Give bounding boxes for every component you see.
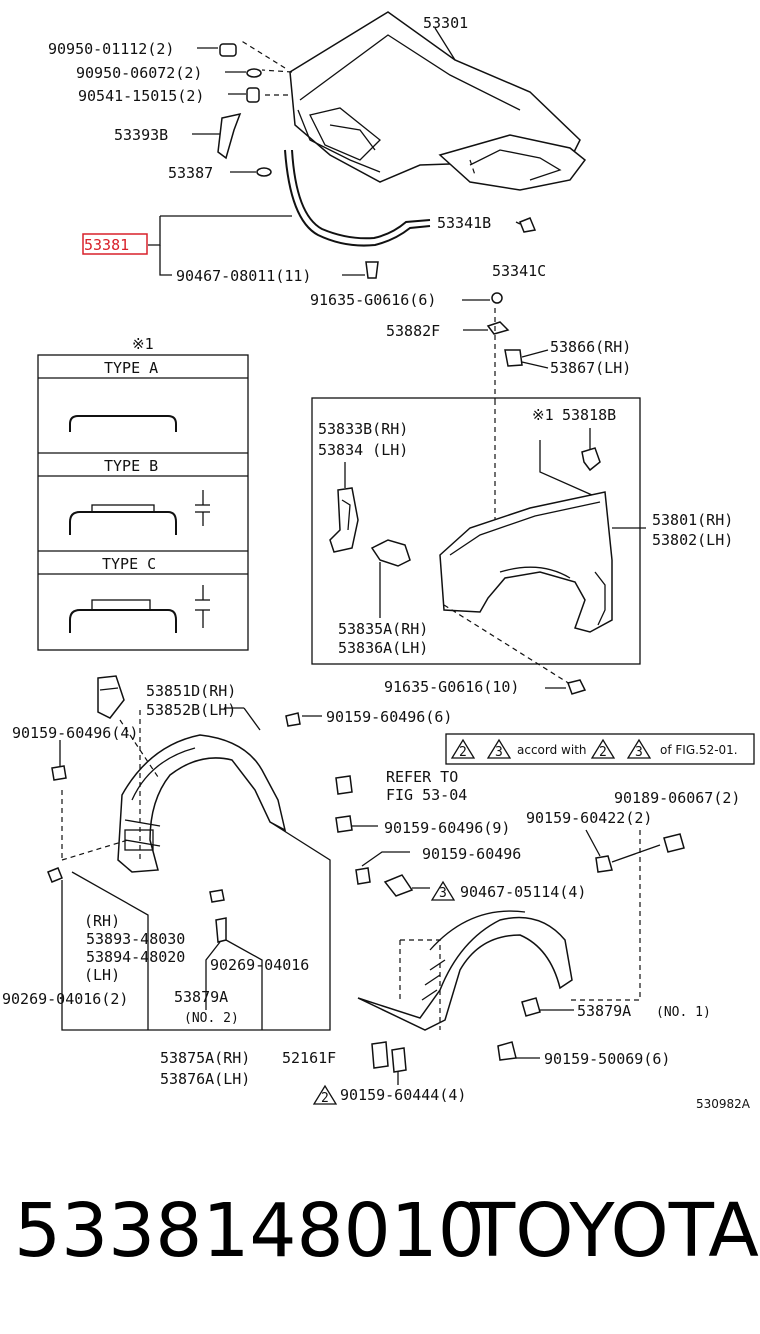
note-mark-2: ※1 bbox=[532, 406, 554, 424]
liner-left-screws bbox=[47, 707, 331, 1031]
label-53818B: 53818B bbox=[562, 406, 616, 424]
hood-seal-53381 bbox=[284, 149, 431, 247]
label-no2: (NO. 2) bbox=[184, 1011, 239, 1026]
label-52161F: 52161F bbox=[282, 1049, 336, 1067]
accord-tri-b: 3 bbox=[495, 745, 503, 760]
liner-right bbox=[357, 830, 641, 1031]
label-53802: 53802(LH) bbox=[652, 531, 733, 549]
label-53879A-no1: 53879A bbox=[577, 1002, 631, 1020]
figure-code: 530982A bbox=[696, 1097, 751, 1111]
label-53879A-no2: 53879A bbox=[174, 988, 228, 1006]
hood-drawing bbox=[239, 11, 587, 191]
label-90159-60496-4: 90159-60496(4) bbox=[12, 724, 138, 742]
leader-lines-top bbox=[148, 27, 549, 400]
label-53893-48030: 53893-48030 bbox=[86, 930, 185, 948]
label-90189-06067: 90189-06067(2) bbox=[614, 789, 740, 807]
label-53833B: 53833B(RH) bbox=[318, 420, 408, 438]
refer-line-2: FIG 53-04 bbox=[386, 786, 467, 804]
label-53393B: 53393B bbox=[114, 126, 168, 144]
refer-line-1: REFER TO bbox=[386, 768, 458, 786]
label-53876A: 53876A(LH) bbox=[160, 1070, 250, 1088]
accord-text-2: of FIG.52-01. bbox=[660, 743, 738, 757]
label-53866: 53866(RH) bbox=[550, 338, 631, 356]
label-53852B: 53852B(LH) bbox=[146, 701, 236, 719]
label-90950-01112: 90950-01112(2) bbox=[48, 40, 174, 58]
type-a-header: TYPE A bbox=[104, 359, 158, 377]
label-53387: 53387 bbox=[168, 164, 213, 182]
liner-right-fasteners bbox=[312, 829, 685, 1105]
label-no1: (NO. 1) bbox=[656, 1005, 711, 1020]
label-53381-highlighted: 53381 bbox=[84, 236, 129, 254]
label-90159-50069: 90159-50069(6) bbox=[544, 1050, 670, 1068]
bolt-91635-10 bbox=[545, 679, 587, 695]
brand-name: TOYOTA bbox=[470, 1188, 759, 1274]
type-legend-box bbox=[37, 354, 249, 651]
accord-tri-c: 2 bbox=[599, 745, 607, 760]
accord-tri-a: 2 bbox=[459, 745, 467, 760]
type-c-header: TYPE C bbox=[102, 555, 156, 573]
label-91635-G0616-6: 91635-G0616(6) bbox=[310, 291, 436, 309]
label-53867: 53867(LH) bbox=[550, 359, 631, 377]
label-90159-60496-9: 90159-60496(9) bbox=[384, 819, 510, 837]
label-90269-04016-2: 90269-04016(2) bbox=[2, 990, 128, 1008]
label-53834: 53834 (LH) bbox=[318, 441, 408, 459]
note-mark: ※1 bbox=[132, 335, 154, 353]
seal-clip bbox=[365, 217, 537, 367]
label-90159-60444: 90159-60444(4) bbox=[340, 1086, 466, 1104]
label-90467-08011: 90467-08011(11) bbox=[176, 267, 311, 285]
label-91635-G0616-10: 91635-G0616(10) bbox=[384, 678, 519, 696]
label-90159-60496-6: 90159-60496(6) bbox=[326, 708, 452, 726]
label-90159-60422: 90159-60422(2) bbox=[526, 809, 652, 827]
accord-text-1: accord with bbox=[517, 743, 587, 757]
label-53882F: 53882F bbox=[386, 322, 440, 340]
part-labels: 53301 90950-01112(2) 90950-06072(2) 9054… bbox=[2, 14, 751, 1111]
tri-90159: 2 bbox=[321, 1091, 329, 1106]
tri-90467: 3 bbox=[439, 886, 447, 901]
accord-box bbox=[445, 733, 755, 765]
label-53894-48020: 53894-48020 bbox=[86, 948, 185, 966]
caption: 5338148010 TOYOTA bbox=[0, 1180, 760, 1290]
label-90467-05114: 90467-05114(4) bbox=[460, 883, 586, 901]
label-90950-06072: 90950-06072(2) bbox=[76, 64, 202, 82]
liner-left bbox=[61, 675, 287, 873]
parts-diagram: 53301 90950-01112(2) 90950-06072(2) 9054… bbox=[2, 11, 755, 1111]
middle-fasteners bbox=[335, 775, 430, 897]
label-lh: (LH) bbox=[84, 966, 120, 984]
label-53875A: 53875A(RH) bbox=[160, 1049, 250, 1067]
highlight-box-53381 bbox=[82, 233, 148, 255]
label-53301: 53301 bbox=[423, 14, 468, 32]
label-53851D: 53851D(RH) bbox=[146, 682, 236, 700]
label-90541-15015: 90541-15015(2) bbox=[78, 87, 204, 105]
accord-tri-d: 3 bbox=[635, 745, 643, 760]
type-b-header: TYPE B bbox=[104, 457, 158, 475]
label-rh: (RH) bbox=[84, 912, 120, 930]
label-53341B: 53341B bbox=[437, 214, 491, 232]
label-53836A: 53836A(LH) bbox=[338, 639, 428, 657]
label-90159-60496: 90159-60496 bbox=[422, 845, 521, 863]
part-number: 5338148010 bbox=[14, 1188, 485, 1274]
label-53341C: 53341C bbox=[492, 262, 546, 280]
label-53801: 53801(RH) bbox=[652, 511, 733, 529]
label-53835A: 53835A(RH) bbox=[338, 620, 428, 638]
fender-box bbox=[311, 397, 646, 685]
label-90269-04016: 90269-04016 bbox=[210, 956, 309, 974]
hood-fasteners bbox=[217, 43, 272, 177]
